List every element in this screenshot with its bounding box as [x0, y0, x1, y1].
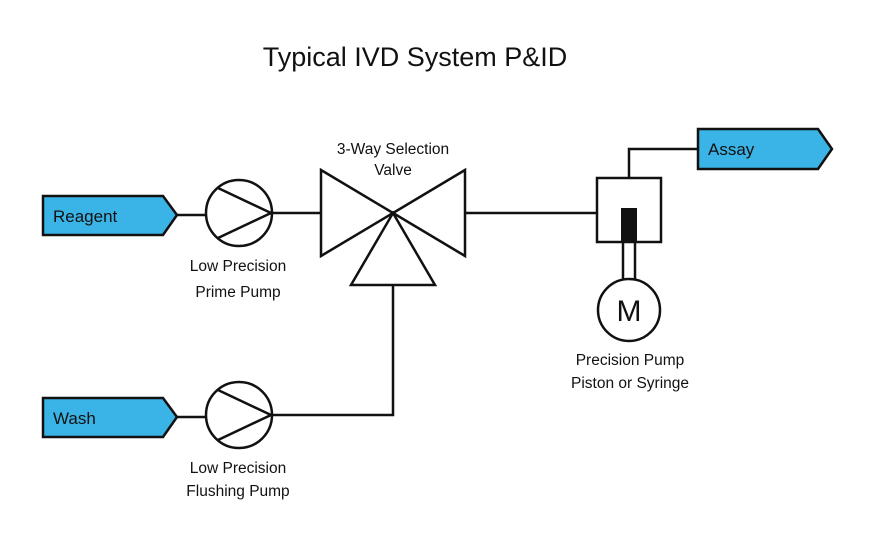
wash-tag: Wash	[41, 396, 179, 439]
wash-tag-label: Wash	[53, 409, 96, 428]
diagram-title: Typical IVD System P&ID	[263, 42, 568, 72]
reagent-tag: Reagent	[41, 194, 179, 237]
prime-pump-label-line2: Prime Pump	[195, 284, 280, 301]
precision-pump-label-line2: Piston or Syringe	[571, 375, 689, 392]
valve-label-line2: Valve	[374, 162, 412, 179]
valve-label-line1: 3-Way Selection	[337, 141, 449, 158]
precision-pump-symbol: M	[595, 176, 663, 343]
prime-pump-body	[204, 178, 274, 248]
flush-pump-symbol	[204, 380, 274, 450]
pipe-flush-pump-to-valve	[272, 285, 395, 417]
motor-symbol	[596, 277, 662, 343]
assay-tag: Assay	[696, 127, 834, 171]
wash-tag-shape	[41, 396, 179, 439]
prime-pump-line-upper	[217, 186, 272, 215]
reagent-tag-shape	[41, 194, 179, 237]
pipe-precision-pump-to-assay	[627, 147, 698, 178]
flush-pump-label-line2: Flushing Pump	[186, 483, 289, 500]
reagent-tag-label: Reagent	[53, 207, 118, 226]
flush-pump-line-lower	[217, 413, 272, 442]
prime-pump-line-lower	[217, 211, 272, 240]
precision-pump-label-line1: Precision Pump	[576, 352, 685, 369]
flush-pump-line-upper	[217, 388, 272, 417]
flush-pump-body	[204, 380, 274, 450]
prime-pump-label-line1: Low Precision	[190, 258, 287, 275]
valve-right-triangle	[390, 167, 467, 259]
precision-pump-piston	[621, 208, 637, 242]
valve-bottom-triangle	[348, 210, 438, 287]
motor-label: M	[617, 295, 642, 328]
three-way-valve-symbol	[319, 167, 467, 287]
prime-pump-symbol	[204, 178, 274, 248]
assay-tag-label: Assay	[708, 140, 755, 159]
flush-pump-label-line1: Low Precision	[190, 460, 287, 477]
assay-tag-shape	[696, 127, 834, 171]
valve-left-triangle	[319, 167, 396, 259]
